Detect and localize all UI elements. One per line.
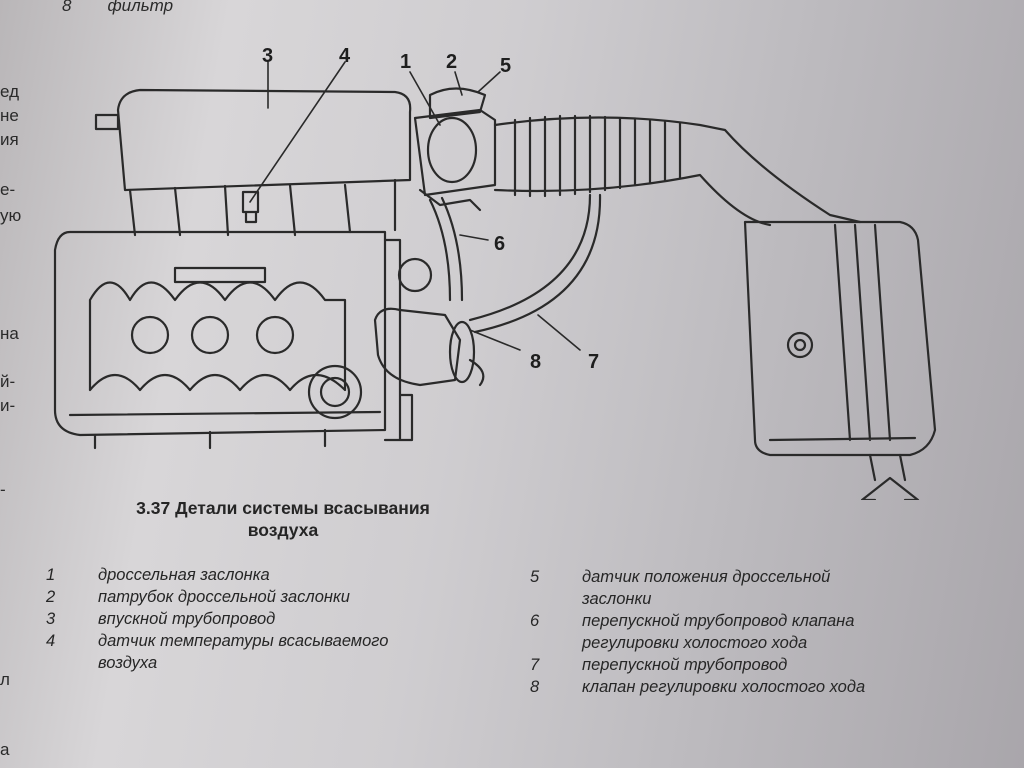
- legend-number: 1: [46, 566, 56, 584]
- figure-caption: 3.37 Детали системы всасывания воздуха: [88, 497, 478, 541]
- legend-text: дроссельная заслонка: [98, 566, 270, 584]
- margin-fragment: а: [0, 740, 10, 759]
- margin-fragment: е-: [0, 180, 16, 199]
- margin-fragment: ед: [0, 82, 20, 101]
- legend-text: заслонки: [582, 590, 652, 608]
- legend-left: 1 дроссельная заслонка 2 патрубок дроссель…: [46, 564, 388, 674]
- intake-manifold: [116, 88, 412, 192]
- callout-3: 3: [262, 45, 273, 67]
- legend-item: 6 перепускной трубопровод клапана регулиро…: [530, 610, 865, 654]
- caption-line-2: воздуха: [247, 520, 319, 540]
- top-line-text: фильтр: [107, 0, 174, 15]
- legend-number: 5: [530, 568, 540, 586]
- legend-number: 2: [46, 588, 56, 606]
- callout-1: 1: [400, 51, 411, 73]
- legend-item: 8 клапан регулировки холостого хода: [530, 676, 865, 698]
- idle-bypass-pipe: [428, 196, 464, 302]
- margin-fragment: л: [0, 670, 10, 689]
- legend-number: 3: [46, 610, 56, 628]
- legend-item: 5 датчик положения дроссельной заслонки: [530, 566, 865, 610]
- margin-fragment: не: [0, 106, 19, 125]
- legend-text: датчик положения дроссельной: [582, 568, 831, 586]
- air-intake-diagram: 3 4 1 2 5 6 7 8: [53, 45, 937, 500]
- callout-6: 6: [494, 233, 505, 255]
- manifold-runners: [128, 178, 397, 237]
- engine-block: [53, 230, 387, 437]
- throttle-position-sensor: [428, 87, 487, 120]
- legend-text: перепускной трубопровод: [582, 656, 788, 674]
- legend-item: 7 перепускной трубопровод: [530, 654, 865, 676]
- temperature-sensor: [241, 190, 260, 224]
- legend-text: воздуха: [98, 654, 158, 672]
- caption-line-1: 3.37 Детали системы всасывания: [136, 498, 430, 518]
- legend-number: 7: [530, 656, 540, 674]
- legend-text: датчик температуры всасываемого: [98, 632, 389, 650]
- air-intake-hose: [493, 116, 862, 227]
- margin-fragment: й-: [0, 372, 16, 391]
- legend-item: 2 патрубок дроссельной заслонки: [46, 586, 388, 608]
- air-inlet-arrow: [860, 476, 920, 500]
- legend-text: регулировки холостого хода: [582, 634, 808, 652]
- margin-fragment: и-: [0, 396, 16, 415]
- legend-item: 4 датчик температуры всасываемого воздуха: [46, 630, 388, 674]
- margin-fragment: -: [0, 480, 6, 499]
- legend-number: 4: [46, 632, 56, 650]
- legend-text: клапан регулировки холостого хода: [582, 678, 866, 696]
- margin-fragment: ия: [0, 130, 19, 149]
- callout-4: 4: [339, 45, 351, 67]
- valve-cover: [88, 281, 347, 392]
- valve-cover-badge: [173, 266, 267, 284]
- legend-text: впускной трубопровод: [98, 610, 276, 628]
- idle-control-valve: [373, 307, 462, 387]
- callout-2: 2: [446, 51, 457, 73]
- callout-5: 5: [500, 55, 511, 77]
- legend-text: перепускной трубопровод клапана: [582, 612, 855, 630]
- callout-7: 7: [588, 351, 599, 373]
- legend-item: 1 дроссельная заслонка: [46, 564, 388, 586]
- bypass-pipe: [468, 193, 602, 334]
- legend-number: 6: [530, 612, 540, 630]
- legend-text: патрубок дроссельной заслонки: [98, 588, 350, 606]
- callout-8: 8: [530, 351, 541, 373]
- margin-fragment: на: [0, 324, 19, 343]
- top-line-number: 8: [62, 0, 72, 15]
- margin-fragment: ую: [0, 206, 22, 225]
- legend-number: 8: [530, 678, 540, 696]
- throttle-body: [413, 108, 497, 197]
- air-filter-housing: [743, 220, 937, 457]
- legend-item: 3 впускной трубопровод: [46, 608, 388, 630]
- legend-right: 5 датчик положения дроссельной заслонки 6 п…: [530, 566, 865, 698]
- throttle-valve: [426, 116, 478, 184]
- page-top-line: 8 фильтр: [62, 0, 209, 16]
- oil-filler-cap: [307, 364, 363, 420]
